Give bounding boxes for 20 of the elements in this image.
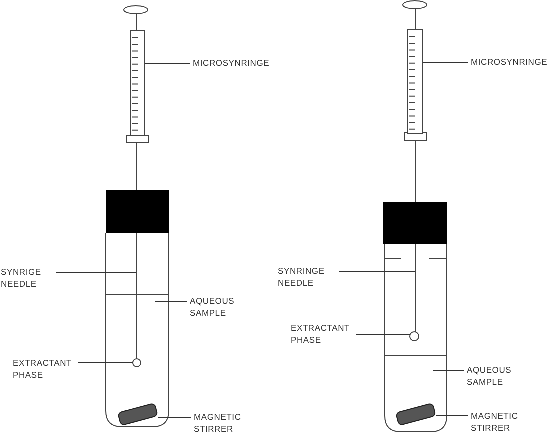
leader-line [356,334,410,336]
extractant-drop [132,358,142,368]
leader-line [422,62,468,64]
part-label: MICROSYNRINGE [471,56,549,68]
part-label: MICROSYNRINGE [193,57,278,69]
part-label: SYNRINGE NEEDLE [278,265,336,289]
part-label: SYNRIGE NEEDLE [1,266,53,290]
part-label: AQUEOUS SAMPLE [190,295,245,319]
syringe-barrel [408,30,424,134]
part-label: MAGNETIC STIRRER [471,410,533,434]
part-label: AQUEOUS SAMPLE [467,364,522,388]
stirrer-bar [117,402,159,426]
part-label: EXTRACTANT PHASE [291,322,353,346]
part-label: EXTRACTANT PHASE [13,357,75,381]
part-label: MAGNETIC STIRRER [194,411,256,435]
leader-line [78,362,134,364]
leader-line [56,272,136,274]
syringe-barrel [130,30,146,136]
extractant-drop [410,332,420,342]
leader-line [432,370,464,372]
